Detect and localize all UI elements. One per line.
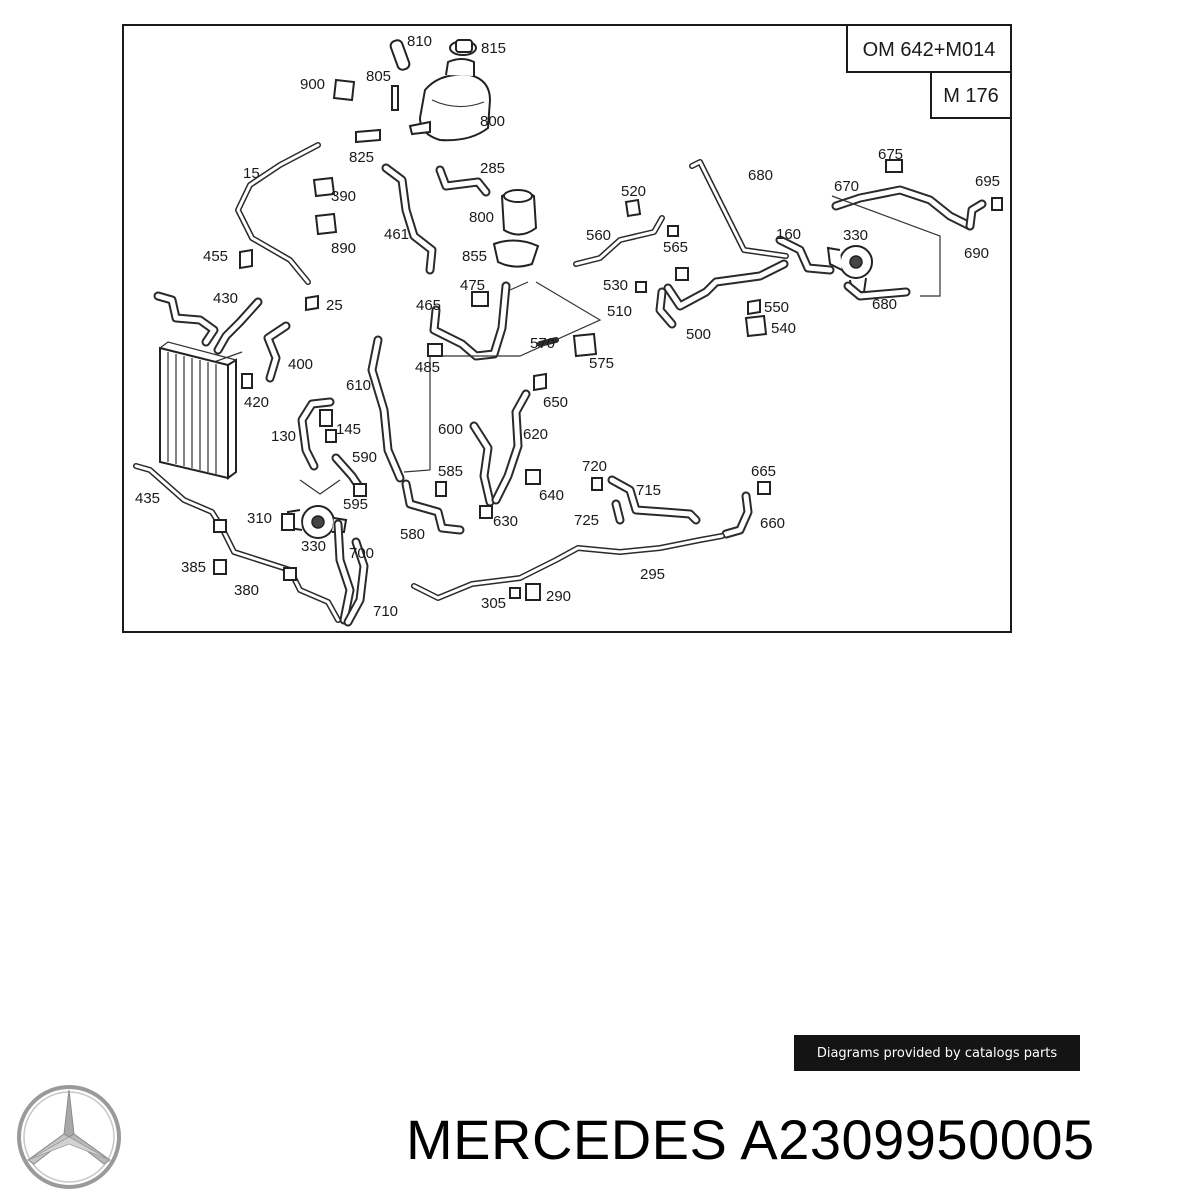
pipes	[133, 159, 789, 623]
leader-lines	[213, 195, 941, 495]
fittings	[213, 39, 1003, 601]
part-label: 800	[480, 113, 505, 130]
part-labels: 810 815 900 805 800 825 285 15 390 800 4…	[135, 33, 1000, 620]
mercedes-star-icon	[17, 1085, 121, 1189]
part-label: 560	[586, 227, 611, 244]
part-label: 430	[213, 290, 238, 307]
engine-code-box-om642: OM 642+M014	[846, 24, 1012, 73]
part-label: 385	[181, 559, 206, 576]
part-label: 715	[636, 482, 661, 499]
part-label: 805	[366, 68, 391, 85]
part-label: 485	[415, 359, 440, 376]
part-label: 710	[373, 603, 398, 620]
part-label: 855	[462, 248, 487, 265]
expansion-tank-lower	[492, 189, 540, 268]
part-label: 580	[400, 526, 425, 543]
engine-code-om642: OM 642+M014	[863, 39, 996, 61]
part-label: 435	[135, 490, 160, 507]
part-label: 890	[331, 240, 356, 257]
part-label: 590	[352, 449, 377, 466]
part-label: 145	[336, 421, 361, 438]
part-label: 465	[416, 297, 441, 314]
part-label: 160	[776, 226, 801, 243]
part-label: 455	[203, 248, 228, 265]
part-label: 800	[469, 209, 494, 226]
part-label: 650	[543, 394, 568, 411]
engine-code-m176: M 176	[943, 85, 999, 107]
part-label: 330	[301, 538, 326, 555]
part-label: 585	[438, 463, 463, 480]
part-label: 290	[546, 588, 571, 605]
part-label: 305	[481, 595, 506, 612]
part-label: 690	[964, 245, 989, 262]
part-label: 390	[331, 188, 356, 205]
part-label: 285	[480, 160, 505, 177]
part-label: 25	[326, 297, 343, 314]
part-label: 520	[621, 183, 646, 200]
part-label: 15	[243, 165, 260, 182]
part-label: 725	[574, 512, 599, 529]
part-label: 530	[603, 277, 628, 294]
engine-code-box-m176: M 176	[930, 71, 1012, 119]
part-label: 610	[346, 377, 371, 394]
part-label: 475	[460, 277, 485, 294]
diagram-frame	[122, 24, 1012, 633]
part-label: 565	[663, 239, 688, 256]
part-label: 815	[481, 40, 506, 57]
part-label: 600	[438, 421, 463, 438]
part-label: 420	[244, 394, 269, 411]
part-label: 540	[771, 320, 796, 337]
part-label: 900	[300, 76, 325, 93]
part-label: 680	[748, 167, 773, 184]
part-label: 640	[539, 487, 564, 504]
part-label: 680	[872, 296, 897, 313]
part-label: 695	[975, 173, 1000, 190]
part-label: 400	[288, 356, 313, 373]
part-label: 660	[760, 515, 785, 532]
part-label: 510	[607, 303, 632, 320]
expansion-tank-upper	[408, 40, 492, 142]
water-pump-right	[826, 245, 873, 293]
part-label: 825	[349, 149, 374, 166]
part-label: 575	[589, 355, 614, 372]
part-label: 595	[343, 496, 368, 513]
part-label: 310	[247, 510, 272, 527]
part-label: 700	[349, 545, 374, 562]
part-label: 330	[843, 227, 868, 244]
part-label: 620	[523, 426, 548, 443]
part-label: 380	[234, 582, 259, 599]
brand-part-title: MERCEDES A2309950005	[406, 1108, 1095, 1171]
part-label: 810	[407, 33, 432, 50]
part-drawings	[133, 39, 1003, 627]
part-label: 670	[834, 178, 859, 195]
part-label: 500	[686, 326, 711, 343]
diagram-credit-text: Diagrams provided by catalogs parts	[816, 1045, 1058, 1061]
part-label: 630	[493, 513, 518, 530]
diagram-credit-badge: Diagrams provided by catalogs parts	[794, 1035, 1080, 1071]
radiator-drawing	[159, 341, 237, 480]
part-label: 665	[751, 463, 776, 480]
part-label: 550	[764, 299, 789, 316]
part-label: 720	[582, 458, 607, 475]
part-label: 570	[530, 335, 555, 352]
part-label: 130	[271, 428, 296, 445]
part-label: 461	[384, 226, 409, 243]
part-label: 295	[640, 566, 665, 583]
part-label: 675	[878, 146, 903, 163]
